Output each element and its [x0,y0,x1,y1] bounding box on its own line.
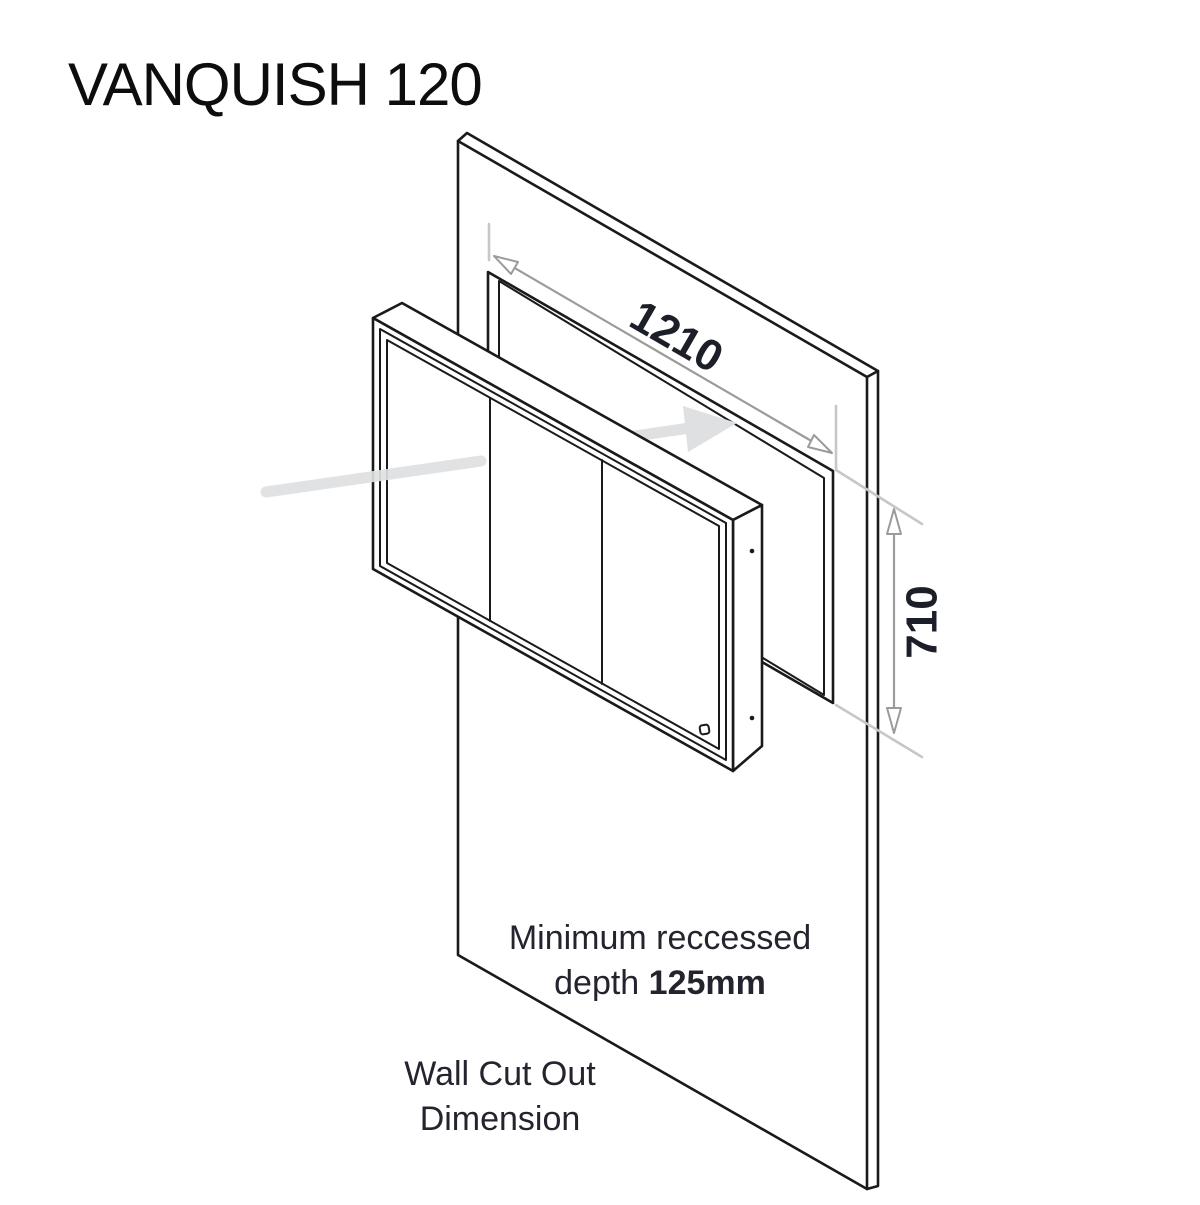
cabinet-frame-outer [379,328,727,761]
height-extension-line-bottom [834,703,924,759]
wall-top-right-corner-edge [865,369,880,379]
caption-line2: Dimension [419,1100,581,1138]
cabinet-side-face [731,503,764,773]
cabinet-side-fixing-dot-top [749,548,755,554]
cabinet-side-fixing-dot-bottom [749,715,755,721]
height-extension-line-top [834,468,924,526]
wall-front-top-edge [456,139,869,379]
height-dimension: 710 [834,468,946,759]
insertion-arrow-tip-icon [683,406,737,452]
height-arrowhead-bottom-icon [886,707,902,734]
cabinet-frame-inner [386,339,720,750]
recessed-note-line2-prefix: depth [554,964,649,1002]
insertion-arrow-tail [260,455,487,498]
width-arrowhead-left-icon [493,255,519,275]
recessed-note-line1: Minimum reccessed [508,919,812,957]
cabinet-front-face [371,316,735,773]
recessed-depth-note: Minimum reccessed depth 125mm [410,916,910,1006]
width-arrowhead-right-icon [807,434,833,454]
height-arrowhead-top-icon [886,508,902,535]
mirror-cabinet [371,301,764,773]
caption-line1: Wall Cut Out [404,1055,596,1093]
cabinet-sensor-switch-icon [698,723,711,736]
recessed-depth-value: 125mm [648,964,766,1002]
width-dimension-line [493,255,833,454]
drawing-caption: Wall Cut Out Dimension [290,1052,710,1142]
height-dimension-label: 710 [897,585,946,658]
page-title: VANQUISH 120 [68,51,483,118]
